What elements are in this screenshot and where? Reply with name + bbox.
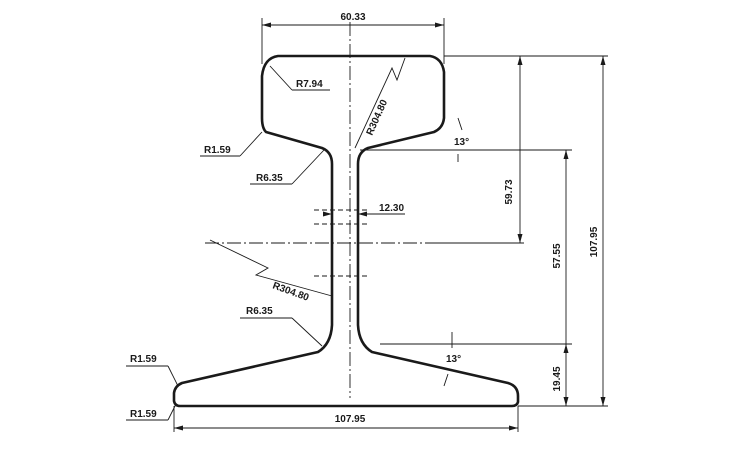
head-to-neutral-label: 59.73	[504, 179, 515, 204]
base-bottom-radius-leader	[167, 403, 177, 421]
total-height-arrow-top	[600, 56, 606, 65]
head-to-neutral-arrow-top	[517, 56, 523, 65]
web-thickness-arrow-left	[323, 211, 332, 217]
head-under-radius-label: R1.59	[204, 145, 231, 156]
head-slope-angle-label: 13°	[454, 137, 469, 148]
web-height-arrow-top	[563, 150, 569, 159]
web-thickness-arrow-right	[358, 211, 367, 217]
head-width-arrow-left	[262, 22, 271, 28]
base-bottom-radius-label: R1.59	[130, 409, 157, 420]
head-width-arrow-right	[435, 22, 444, 28]
top-fillet-radius-leader	[291, 149, 325, 185]
base-width-arrow-left	[174, 425, 183, 431]
rail-profile-outline	[172, 54, 520, 408]
base-edge-label: 19.45	[552, 366, 563, 391]
head-corner-radius-label: R7.94	[296, 79, 323, 90]
total-height-arrow-bottom	[600, 397, 606, 406]
web-thickness-label: 12.30	[379, 203, 404, 214]
base-top-radius-leader	[167, 365, 179, 387]
total-height-label: 107.95	[589, 226, 600, 257]
base-width-arrow-right	[509, 425, 518, 431]
base-edge-arrow-top	[563, 344, 569, 353]
head-under-radius-leader	[239, 131, 263, 157]
base-top-radius-label: R1.59	[130, 354, 157, 365]
head-width-label: 60.33	[340, 12, 365, 23]
web-side-radius-label: R304.80	[271, 280, 311, 303]
head-corner-radius-leader	[269, 65, 293, 91]
bottom-fillet-radius-label: R6.35	[246, 306, 273, 317]
top-fillet-radius-label: R6.35	[256, 173, 283, 184]
base-width-label: 107.95	[335, 414, 366, 425]
web-height-label: 57.55	[552, 243, 563, 268]
web-side-radius-leader	[209, 239, 333, 297]
base-slope-angle-label: 13°	[446, 354, 461, 365]
head-to-neutral-arrow-bottom	[517, 234, 523, 243]
head-side-radius-label: R304.80	[365, 98, 391, 137]
web-height-arrow-bottom	[563, 397, 569, 406]
head-side-radius-leader	[354, 57, 406, 149]
base-slope-angle-tick	[443, 373, 449, 387]
head-slope-angle-tick	[457, 117, 463, 131]
bottom-fillet-radius-leader	[291, 317, 323, 347]
